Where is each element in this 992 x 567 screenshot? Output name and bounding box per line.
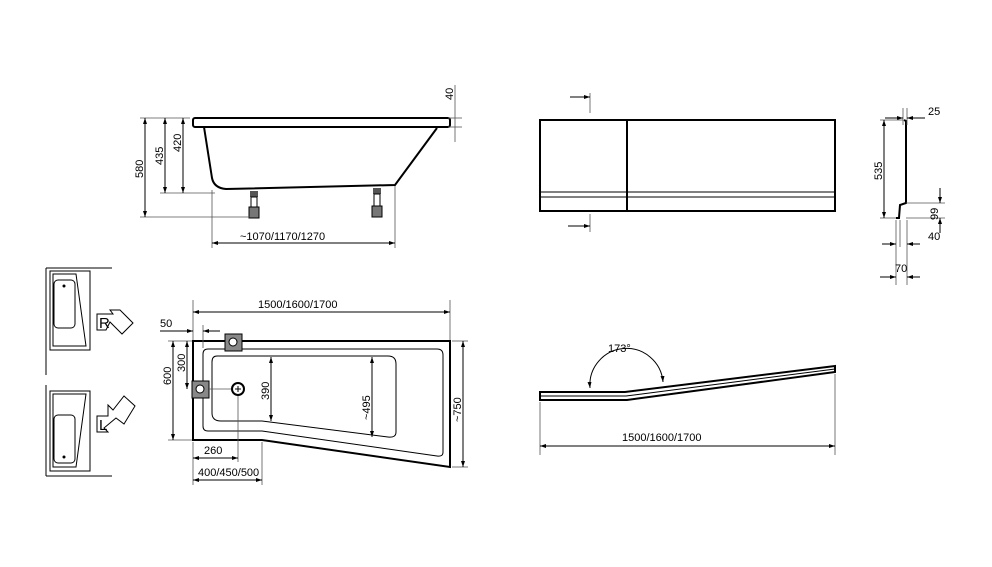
dim-750: ~750 (452, 397, 464, 422)
dim-panel-length: 1500/1600/1700 (622, 432, 702, 444)
arrow-right-icon (96, 309, 134, 335)
plan-view: 1500/1600/1700 50 600 300 390 ~495 ~750 … (160, 299, 468, 485)
dim-300: 300 (176, 354, 188, 372)
tub-outline (192, 340, 451, 469)
tub-inner-rim (202, 348, 444, 457)
dim-535: 535 (873, 162, 885, 180)
dim-40-step: 40 (928, 231, 940, 243)
dim-99: 99 (929, 208, 941, 220)
tub-body (203, 126, 438, 191)
dim-50: 50 (160, 318, 172, 330)
dim-435: 435 (154, 147, 166, 165)
dim-260: 260 (204, 445, 222, 457)
dim-70: 70 (895, 263, 907, 275)
tub-leg-left (248, 191, 260, 219)
dim-25: 25 (928, 106, 940, 118)
tub-leg-right (371, 188, 383, 218)
drain-icon (231, 382, 245, 396)
panel-top-shape (539, 364, 836, 401)
front-panel (539, 93, 836, 232)
dim-495: ~495 (361, 395, 373, 420)
panel-outline (539, 119, 836, 212)
dim-plan-length: 1500/1600/1700 (258, 299, 338, 311)
overflow-fitting-left (191, 380, 210, 399)
dim-40-rim: 40 (444, 88, 456, 100)
arrow-left-icon (96, 395, 136, 433)
angle-label: 173° (608, 343, 631, 355)
label-r: R (99, 315, 110, 332)
dim-580: 580 (134, 160, 146, 178)
side-view: 580 435 420 40 ~1070/1170/1270 (134, 85, 462, 248)
panel-top-view: 173° 1500/1600/1700 (539, 343, 836, 455)
dim-420: 420 (172, 134, 184, 152)
dim-600: 600 (162, 367, 174, 385)
angle-arc (587, 347, 665, 389)
tub-rim (192, 117, 451, 128)
dim-400-450-500: 400/450/500 (198, 467, 259, 479)
dim-length-side: ~1070/1170/1270 (240, 231, 325, 243)
tub-basin (211, 355, 397, 438)
profile-shape (896, 119, 907, 219)
overflow-fitting-top (224, 333, 243, 352)
panel-profile: 25 535 99 40 70 (873, 106, 945, 285)
label-l: L (99, 417, 107, 434)
orientation-right: R (45, 267, 134, 375)
orientation-left: L (45, 385, 136, 477)
dim-390: 390 (260, 382, 272, 400)
